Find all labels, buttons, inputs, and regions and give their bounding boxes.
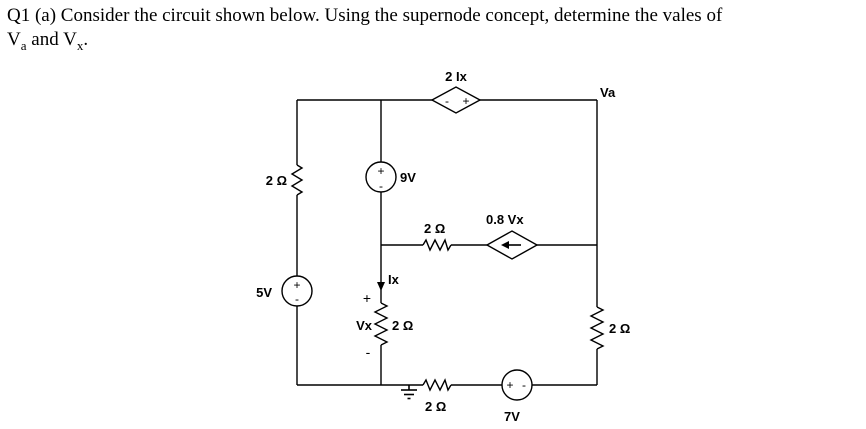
question-period: . <box>83 29 89 51</box>
question-line2: Va and Vx. <box>7 29 89 54</box>
dep-source-left-arrow-icon <box>501 241 521 249</box>
src9v-plus-sign: + <box>377 164 384 178</box>
resistor-mid-zigzag <box>422 238 452 252</box>
label-vx: Vx <box>356 318 373 333</box>
resistor-right-zigzag <box>589 306 605 350</box>
src7v-plus-sign: + <box>506 378 513 392</box>
label-7v: 7V <box>504 409 520 424</box>
label-5v: 5V <box>256 285 272 300</box>
resistor-vx-zigzag <box>373 302 389 346</box>
label-node-va: Va <box>600 85 616 100</box>
src5v-minus-sign: - <box>295 292 299 306</box>
vx-plus-sign: + <box>363 290 371 306</box>
dep2ix-minus-sign: - <box>445 94 449 108</box>
resistor-left-zigzag <box>290 164 304 196</box>
label-resistor-bottom: 2 Ω <box>425 399 446 414</box>
dependent-source-2ix-diamond <box>430 86 482 114</box>
voltage-source-7v-circle <box>501 369 533 401</box>
circuit-labels: 2 Ix - + Va 2 Ω + - 9V 2 Ω 0.8 Vx 5V + -… <box>256 69 630 424</box>
question-text: Q1 (a) Consider the circuit shown below.… <box>7 4 863 55</box>
vx-minus-sign: - <box>366 344 371 360</box>
label-ix: Ix <box>388 272 400 287</box>
vx-subscript: x <box>76 38 84 54</box>
label-resistor-mid: 2 Ω <box>424 221 445 236</box>
and-vx-symbol: and V <box>26 29 77 51</box>
voltage-source-5v-circle <box>281 275 313 307</box>
resistor-bottom-zigzag <box>422 378 452 392</box>
dep2ix-plus-sign: + <box>462 94 469 108</box>
va-subscript: a <box>20 38 27 54</box>
circuit-wires <box>290 99 605 392</box>
src9v-minus-sign: - <box>379 179 383 193</box>
va-symbol: V <box>7 29 21 51</box>
src7v-minus-sign: - <box>522 378 526 392</box>
label-08vx: 0.8 Vx <box>486 212 524 227</box>
ix-arrow-icon <box>377 282 385 291</box>
label-9v: 9V <box>400 170 416 185</box>
sources <box>281 86 539 401</box>
label-resistor-right: 2 Ω <box>609 321 630 336</box>
ground-icon <box>401 385 417 400</box>
voltage-source-9v-circle <box>365 161 397 193</box>
label-resistor-left: 2 Ω <box>266 173 287 188</box>
question-line1: Q1 (a) Consider the circuit shown below.… <box>7 5 723 26</box>
label-resistor-vx: 2 Ω <box>392 318 413 333</box>
src5v-plus-sign: + <box>293 278 300 292</box>
label-2ix: 2 Ix <box>445 69 467 84</box>
